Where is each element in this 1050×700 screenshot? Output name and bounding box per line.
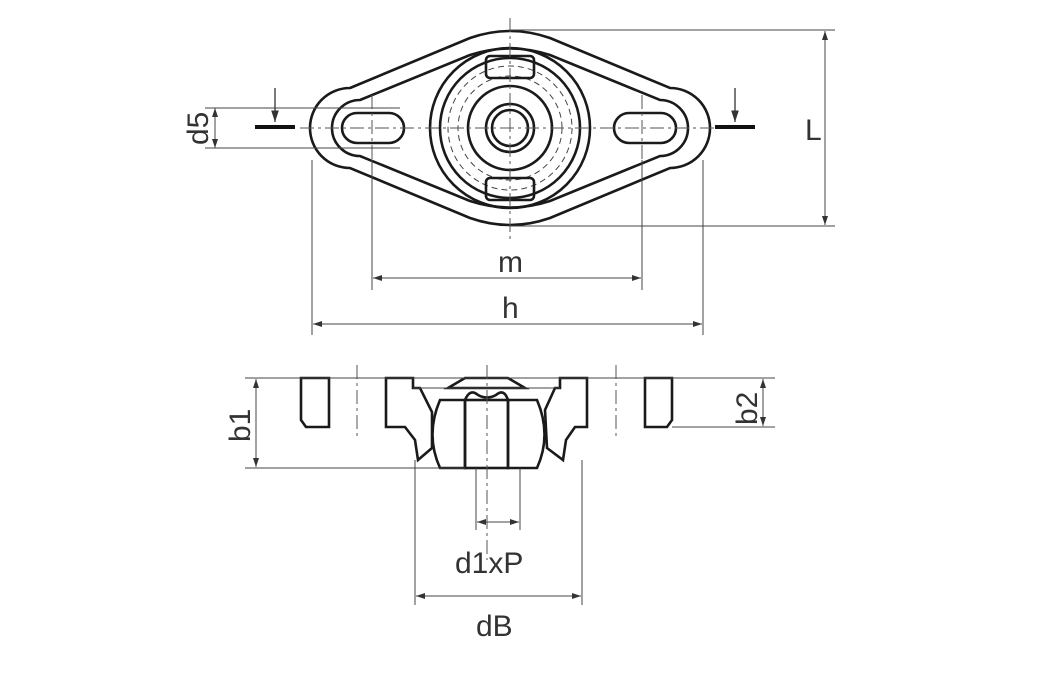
section-dimensions: b1 b2 d1xP dB bbox=[224, 377, 775, 643]
flange-outline bbox=[308, 29, 712, 227]
dim-label-b2: b2 bbox=[731, 392, 764, 425]
dim-label-b1: b1 bbox=[224, 409, 257, 442]
dim-label-d1xP: d1xP bbox=[455, 547, 523, 580]
flange-inner-edge bbox=[330, 47, 690, 209]
section-view bbox=[299, 365, 674, 560]
top-dimensions: d5 L m h bbox=[182, 29, 835, 335]
dim-label-dB: dB bbox=[476, 610, 513, 643]
dim-label-L: L bbox=[805, 114, 822, 147]
top-view bbox=[255, 18, 755, 240]
dim-label-h: h bbox=[502, 292, 519, 325]
dim-label-d5: d5 bbox=[182, 112, 215, 145]
dim-label-m: m bbox=[498, 246, 523, 279]
